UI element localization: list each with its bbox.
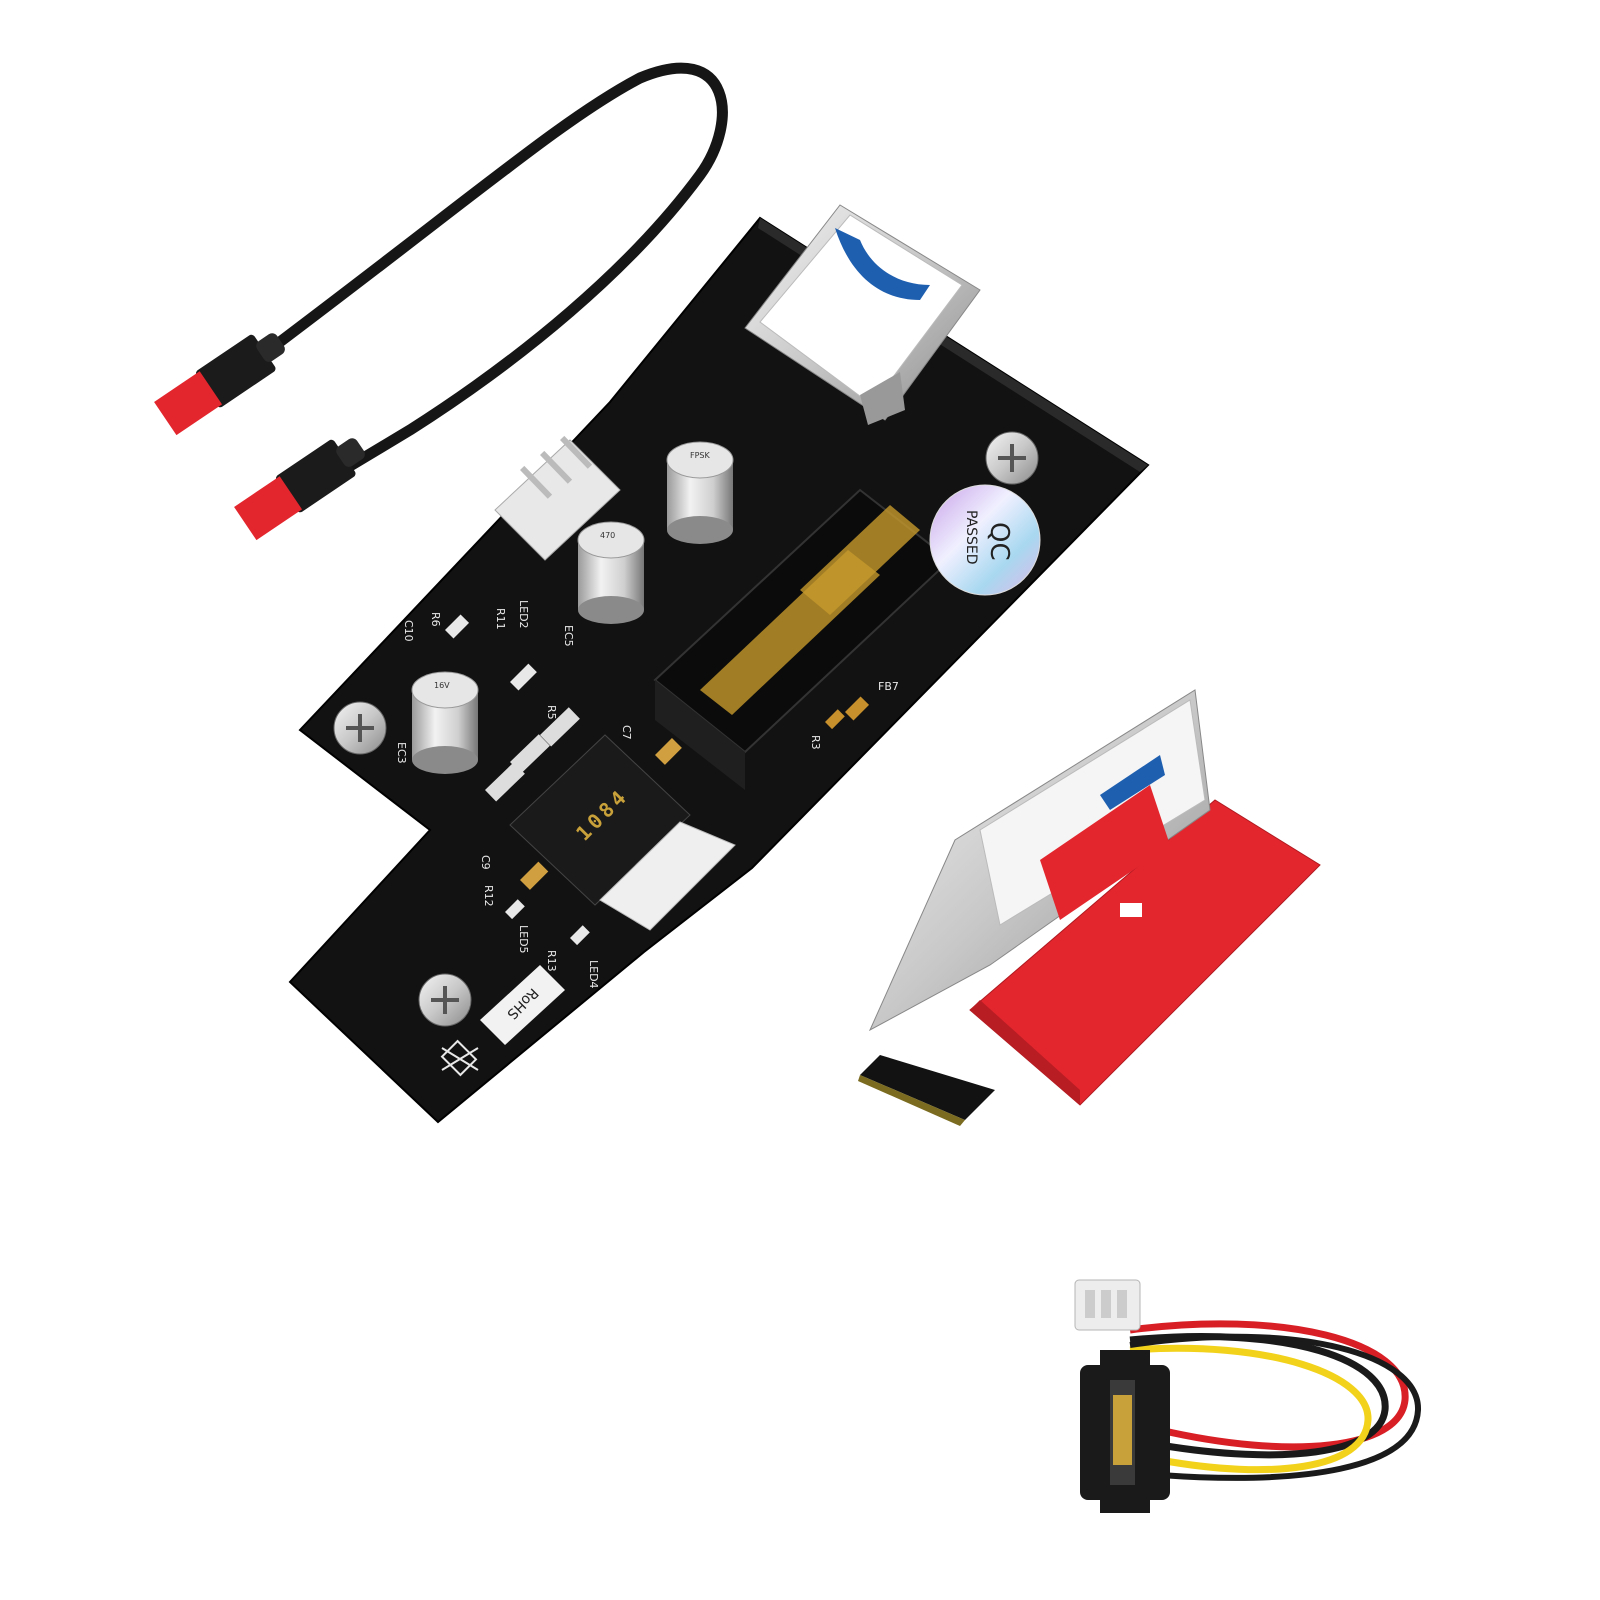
usb-cable-icon [154, 62, 728, 541]
label-c9: C9 [479, 855, 492, 870]
label-c7: C7 [620, 725, 633, 740]
sata-power-cable-icon [1074, 1279, 1422, 1513]
usb3-port [744, 204, 981, 425]
capacitor-1-marking: FPSK [690, 451, 711, 460]
screw-left-icon [333, 701, 387, 755]
screw-bottom-icon [418, 973, 472, 1027]
screw-top-right-icon [985, 431, 1039, 485]
capacitor-1: FPSK [666, 441, 734, 544]
label-ec3: EC3 [395, 742, 408, 764]
qc-text: QC [984, 522, 1014, 561]
usb3-blue-tongue-icon [1100, 755, 1165, 810]
smd-components [445, 614, 870, 946]
cable-wire [226, 62, 728, 484]
passed-text: PASSED [963, 510, 979, 565]
molex-connector [1074, 1279, 1141, 1331]
capacitor-3-marking: 16V [434, 681, 450, 690]
label-led4: LED4 [587, 960, 600, 989]
usb3-adapter-card [858, 689, 1321, 1126]
usb-connector-1 [154, 333, 285, 436]
label-r11: R11 [494, 608, 507, 630]
usb-connector-2 [234, 438, 365, 541]
label-led2: LED2 [517, 600, 530, 629]
red-riser [969, 799, 1321, 1106]
regulator-chip: 1084 [485, 707, 691, 906]
weee-bin-icon [440, 1039, 479, 1077]
pcie-riser-board: FPSK 470 16V QC PASSED [288, 204, 1150, 1124]
label-r13: R13 [545, 950, 558, 972]
power-header [494, 435, 621, 561]
label-led5: LED5 [517, 925, 530, 954]
capacitor-2-marking: 470 [600, 531, 615, 540]
label-c10: C10 [402, 620, 415, 642]
sata-connector [1080, 1350, 1170, 1513]
usb-port-blue-tongue-icon [835, 228, 930, 300]
capacitor-3: 16V [411, 671, 479, 774]
black-ribbon [860, 1055, 995, 1120]
label-r12: R12 [482, 885, 495, 907]
capacitor-2: 470 [577, 521, 645, 624]
label-ec5: EC5 [562, 625, 575, 647]
label-fb7: FB7 [878, 680, 899, 693]
pcie-slot [653, 488, 952, 790]
silkscreen-labels: EC5 EC3 FB7 LED2 LED4 LED5 R11 R12 R13 R… [395, 600, 899, 989]
label-r3: R3 [809, 735, 822, 750]
label-r6: R6 [429, 612, 442, 627]
qc-passed-sticker: QC PASSED [929, 484, 1041, 596]
side-connector [599, 821, 736, 931]
label-r5: R5 [545, 705, 558, 720]
